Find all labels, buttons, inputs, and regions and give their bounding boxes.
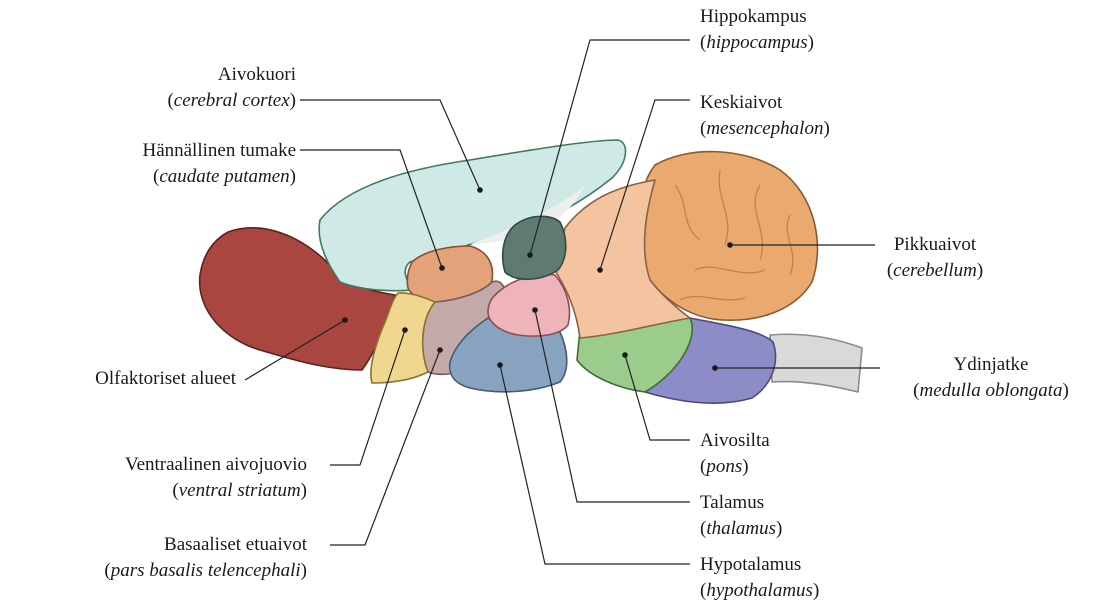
label-ventral-striatum: Ventraalinen aivojuovio (ventral striatu… (125, 452, 307, 504)
label-medulla: Ydinjatke (medulla oblongata) (886, 352, 1096, 404)
caudate-dot (439, 265, 445, 271)
label-thalamus: Talamus (thalamus) (700, 490, 782, 542)
label-olfactory: Olfaktoriset alueet (95, 366, 236, 392)
hypothalamus-dot (497, 362, 503, 368)
cerebellum-dot (727, 242, 733, 248)
label-pons: Aivosilta (pons) (700, 428, 770, 480)
label-caudate: Hännällinen tumake (caudate putamen) (142, 138, 296, 190)
spinal-cord-tail (770, 334, 862, 392)
label-hypothalamus: Hypotalamus (hypothalamus) (700, 552, 819, 604)
basal-forebrain-dot (437, 347, 443, 353)
pons-dot (622, 352, 628, 358)
label-hippocampus: Hippokampus (hippocampus) (700, 4, 814, 56)
cortex-dot (477, 187, 483, 193)
hippocampus-dot (527, 252, 533, 258)
mesencephalon-dot (597, 267, 603, 273)
label-cerebellum: Pikkuaivot (cerebellum) (880, 232, 990, 284)
cerebellum-region (638, 152, 817, 321)
label-mesencephalon: Keskiaivot (mesencephalon) (700, 90, 830, 142)
thalamus-dot (532, 307, 538, 313)
olfactory-dot (342, 317, 348, 323)
ventral-striatum-dot (402, 327, 408, 333)
medulla-dot (712, 365, 718, 371)
label-basal-forebrain: Basaaliset etuaivot (pars basalis telenc… (104, 532, 307, 584)
label-cortex: Aivokuori (cerebral cortex) (167, 62, 296, 114)
